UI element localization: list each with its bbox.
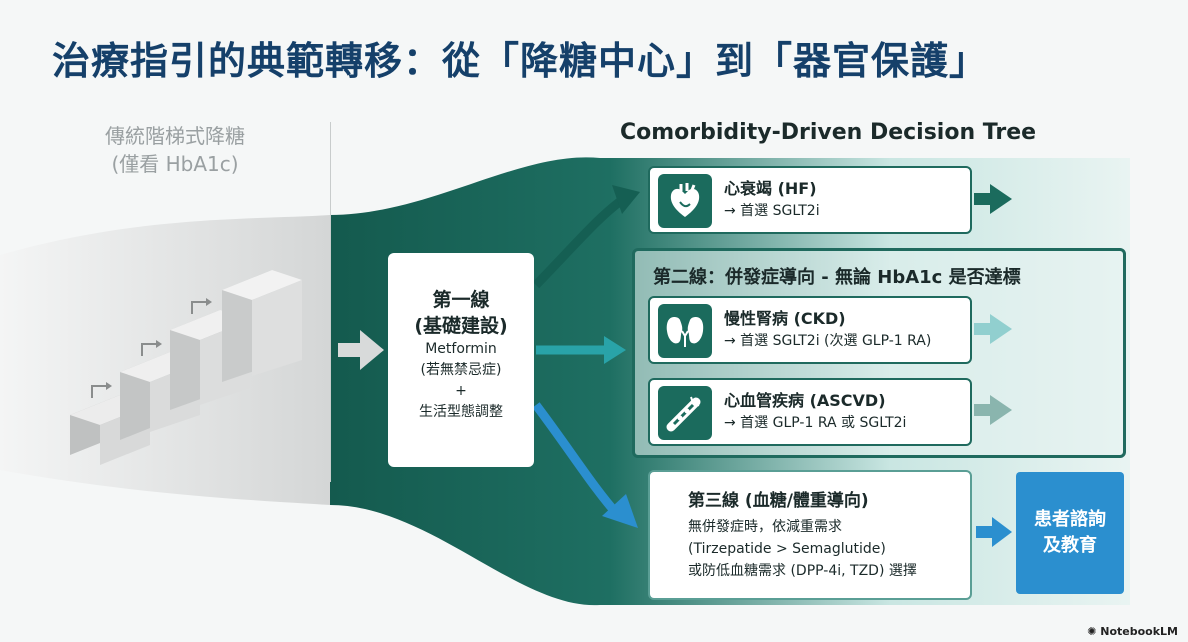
ckd-card: 慢性腎病 (CKD) → 首選 SGLT2i (次選 GLP-1 RA) bbox=[648, 296, 972, 364]
patient-education-box: 患者諮詢 及教育 bbox=[1016, 472, 1124, 594]
third-out-arrow bbox=[976, 517, 1012, 547]
hf-recommendation: → 首選 SGLT2i bbox=[724, 203, 820, 219]
first-line-plus: + bbox=[455, 383, 467, 399]
brand-watermark: ✺ NotebookLM bbox=[1087, 625, 1178, 638]
hf-card: 心衰竭 (HF) → 首選 SGLT2i bbox=[648, 166, 972, 234]
first-line-drug: Metformin bbox=[425, 341, 497, 357]
hf-title: 心衰竭 (HF) bbox=[724, 179, 817, 198]
second-line-title: 第二線：併發症導向 - 無論 HbA1c 是否達標 bbox=[653, 267, 1021, 288]
third-line-text-1: 無併發症時，依減重需求 bbox=[688, 519, 842, 535]
patient-education-line2: 及教育 bbox=[1043, 535, 1097, 556]
page-title: 治療指引的典範轉移：從「降糖中心」到「器官保護」 bbox=[52, 39, 989, 83]
ckd-recommendation: → 首選 SGLT2i (次選 GLP-1 RA) bbox=[724, 333, 932, 349]
staircase bbox=[70, 270, 302, 465]
third-line-text-3: 或防低血糖需求 (DPP-4i, TZD) 選擇 bbox=[688, 563, 917, 579]
first-line-box: 第一線 (基礎建設) Metformin (若無禁忌症) + 生活型態調整 bbox=[388, 253, 534, 467]
brand-icon: ✺ bbox=[1087, 625, 1101, 638]
heart-icon bbox=[658, 174, 712, 228]
legacy-label-line1: 傳統階梯式降糖 bbox=[105, 124, 245, 148]
ckd-title: 慢性腎病 (CKD) bbox=[724, 309, 846, 328]
legacy-label: 傳統階梯式降糖 (僅看 HbA1c) bbox=[40, 122, 310, 178]
ascvd-recommendation: → 首選 GLP-1 RA 或 SGLT2i bbox=[724, 415, 907, 431]
kidney-icon bbox=[658, 304, 712, 358]
first-line-subtitle: (基礎建設) bbox=[414, 315, 508, 337]
decision-tree-title: Comorbidity-Driven Decision Tree bbox=[620, 120, 1037, 145]
first-line-condition: (若無禁忌症) bbox=[420, 362, 502, 378]
artery-icon bbox=[658, 386, 712, 440]
arrow-to-third-line bbox=[532, 402, 622, 519]
third-line-title: 第三線 (血糖/體重導向) bbox=[688, 491, 869, 511]
hf-out-arrow bbox=[974, 184, 1012, 214]
ascvd-card: 心血管疾病 (ASCVD) → 首選 GLP-1 RA 或 SGLT2i bbox=[648, 378, 972, 446]
legacy-label-line2: (僅看 HbA1c) bbox=[111, 152, 239, 176]
third-line-box: 第三線 (血糖/體重導向) 無併發症時，依減重需求 (Tirzepatide >… bbox=[648, 470, 972, 600]
ascvd-title: 心血管疾病 (ASCVD) bbox=[724, 391, 886, 410]
vertical-divider bbox=[330, 122, 331, 482]
third-line-text-2: (Tirzepatide > Semaglutide) bbox=[688, 541, 886, 557]
first-line-lifestyle: 生活型態調整 bbox=[419, 404, 503, 420]
arrow-to-hf bbox=[532, 194, 628, 289]
entry-arrow bbox=[338, 330, 384, 370]
first-line-title: 第一線 bbox=[432, 289, 490, 311]
patient-education-line1: 患者諮詢 bbox=[1034, 509, 1106, 530]
brand-name: NotebookLM bbox=[1100, 625, 1178, 638]
